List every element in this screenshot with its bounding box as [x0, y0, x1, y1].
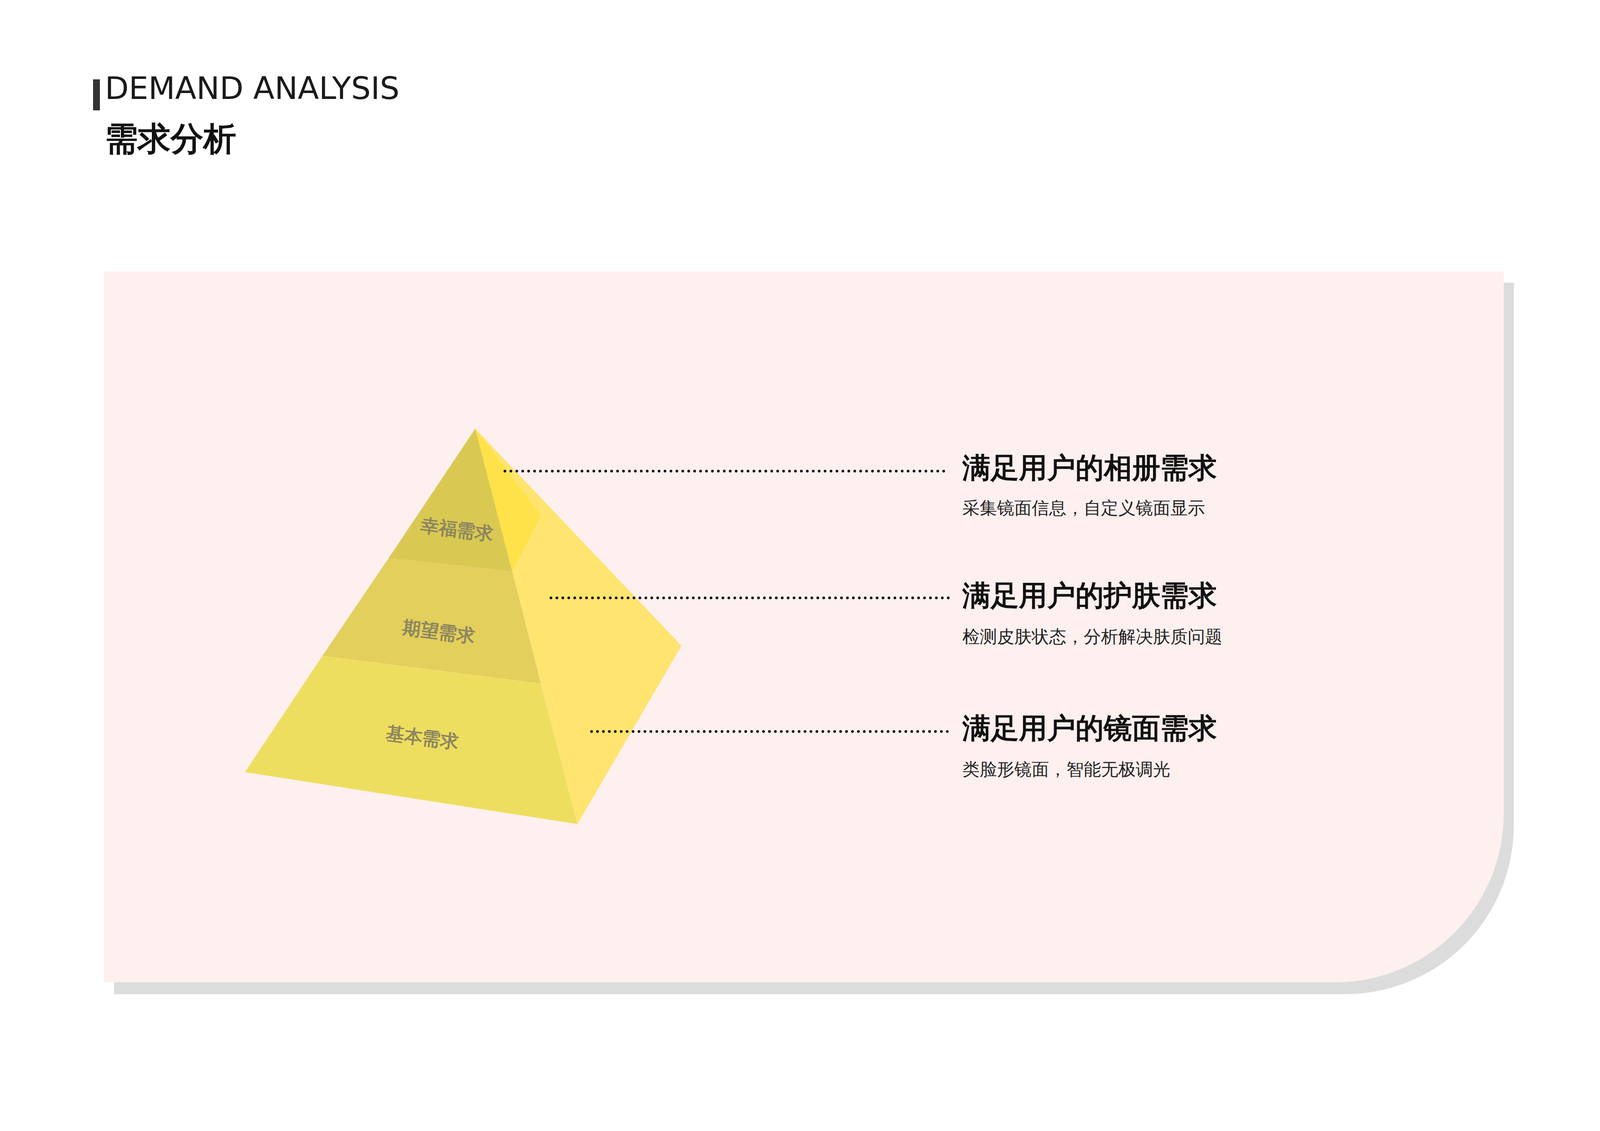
- title-bar: [93, 79, 100, 111]
- band-polygon: [388, 428, 513, 572]
- leader-line: [504, 469, 949, 473]
- leader-line: [591, 730, 949, 733]
- panel: [103, 271, 1504, 983]
- band-polygon: [244, 655, 578, 825]
- page-title: 需求分析: [104, 122, 237, 156]
- pyramid-band: 幸福需求: [388, 428, 513, 572]
- demand-heading: 满足用户的相册需求: [962, 453, 1217, 483]
- pyramid-band: 基本需求: [244, 655, 578, 825]
- leader-line: [550, 596, 949, 600]
- demand-heading: 满足用户的镜面需求: [962, 714, 1217, 743]
- demand-detail: 类脸形镜面，智能无极调光: [962, 760, 1171, 779]
- demand-heading: 满足用户的护肤需求: [962, 581, 1217, 610]
- band-shape: [388, 428, 513, 572]
- english-heading: DEMAND ANALYSIS: [104, 72, 400, 104]
- demand-detail: 采集镜面信息，自定义镜面显示: [962, 499, 1206, 517]
- demand-detail: 检测皮肤状态，分析解决肤质问题: [962, 628, 1223, 646]
